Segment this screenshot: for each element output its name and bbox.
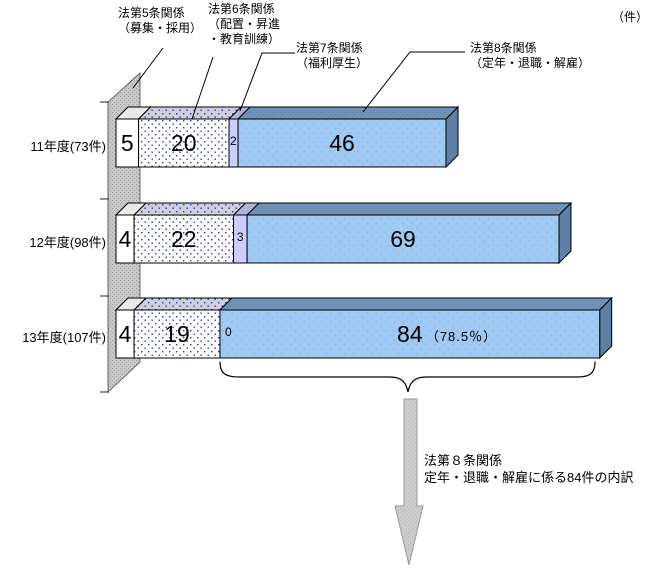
bar1-seg4-top	[236, 106, 460, 120]
bar3-seg4-front	[219, 309, 601, 359]
segment-value-bar3-seg4: 84	[397, 320, 423, 347]
segment-value-bar1-seg3: 2	[230, 134, 237, 148]
callout-art6-line2: （配置・昇進	[208, 17, 281, 31]
callout-art6: 法第6条関係 （配置・昇進 ・教育訓練）	[208, 2, 280, 47]
unit-label: （件）	[612, 10, 649, 24]
callout-art8-line1: 法第8条関係	[470, 41, 537, 55]
category-label-year12: 12年度(98件)	[29, 235, 106, 250]
bar2-seg4-front	[246, 214, 560, 264]
segment-value-bar1-seg2: 20	[171, 129, 197, 156]
callout-art6-line3: ・教育訓練）	[208, 32, 281, 46]
bar3-seg2-top	[132, 297, 234, 311]
bar2-seg2-top	[132, 202, 247, 216]
callout-art5-line2: （募集・採用）	[118, 21, 203, 35]
callout-art5: 法第5条関係 （募集・採用）	[118, 6, 202, 36]
callout-art7: 法第7条関係 （福利厚生）	[296, 41, 368, 71]
leader-line-art8	[362, 51, 465, 113]
footnote: 法第８条関係 定年・退職・解雇に係る84件の内訳	[424, 452, 633, 486]
share-label: （78.5％）	[425, 329, 498, 344]
segment-value-bar2-seg3: 3	[236, 230, 244, 244]
footnote-line1: 法第８条関係	[424, 453, 503, 468]
segment-value-bar2-seg1: 4	[118, 225, 132, 252]
down-arrow	[394, 398, 424, 566]
callout-art8: 法第8条関係 （定年・退職・解雇）	[470, 41, 590, 71]
segment-value-bar3-seg2: 19	[164, 320, 190, 347]
segment-value-bar3-seg1: 4	[118, 320, 132, 347]
callout-art5-line1: 法第5条関係	[118, 6, 185, 20]
category-label-year13: 13年度(107件)	[22, 330, 106, 345]
leader-line-art5	[132, 47, 164, 89]
bar2-seg4-top	[245, 202, 573, 216]
segment-value-bar2-seg4: 69	[390, 225, 416, 252]
callout-art7-line1: 法第7条関係	[296, 41, 363, 55]
segment-value-bar2-seg2: 22	[171, 225, 197, 252]
leader-line-art6	[191, 56, 214, 120]
leader-line-art7	[239, 52, 295, 112]
callout-art8-line2: （定年・退職・解雇）	[470, 56, 591, 70]
bar1-seg2-top	[137, 106, 243, 120]
bar3-seg4-top	[218, 297, 613, 311]
segment-value-bar1-seg1: 5	[120, 129, 134, 156]
bars-layer	[114, 105, 613, 360]
category-label-year11: 11年度(73件)	[30, 139, 106, 154]
segment-value-bar3-seg3: 0	[224, 325, 232, 339]
segment-value-bar1-seg4: 46	[329, 129, 355, 156]
callout-art6-line1: 法第6条関係	[208, 2, 275, 16]
callout-art7-line2: （福利厚生）	[296, 56, 369, 70]
bar1-seg4-front	[237, 118, 447, 168]
footnote-line2: 定年・退職・解雇に係る84件の内訳	[424, 470, 634, 485]
brace	[219, 361, 596, 393]
